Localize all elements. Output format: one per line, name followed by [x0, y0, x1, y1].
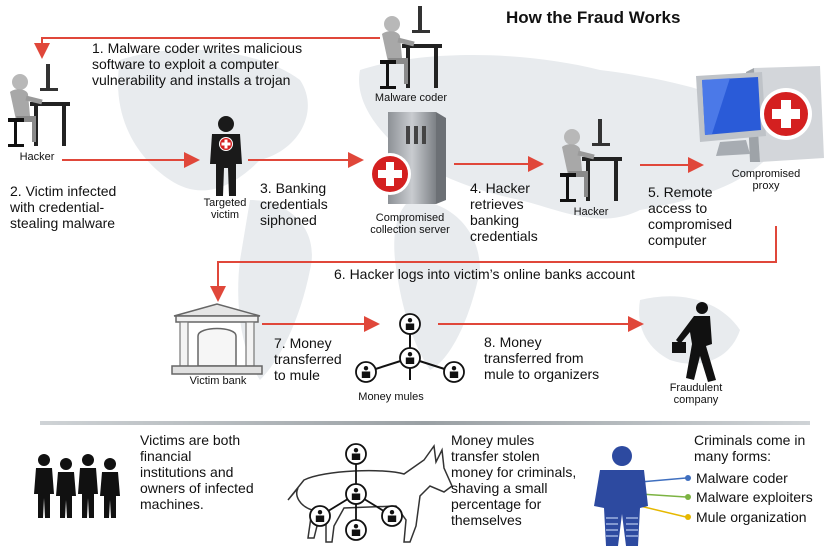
mule-person-icon	[309, 505, 331, 527]
dot-yellow	[685, 514, 691, 520]
label-collection-server: Compromised collection server	[370, 212, 450, 236]
fraudulent-company-businessman-icon	[672, 302, 716, 382]
step-7-text: 7. Money transferred to mule	[274, 335, 342, 383]
victim-bank-icon	[171, 303, 263, 375]
collection-server-icon	[369, 112, 446, 204]
label-targeted-victim: Targeted victim	[203, 197, 247, 221]
hacker-2-at-desk-icon	[560, 119, 622, 202]
diagram-title: How the Fraud Works	[506, 8, 681, 27]
label-hacker-2: Hacker	[573, 206, 609, 218]
criminal-silhouette-icon	[594, 446, 648, 546]
step-6-text: 6. Hacker logs into victim’s online bank…	[334, 266, 635, 282]
donkey-mule-nodes	[309, 443, 403, 541]
mule-nodes	[355, 313, 465, 383]
donkey-mule-network-icon	[287, 443, 453, 543]
victims-description: Victims are both financial institutions …	[140, 432, 254, 512]
criminal-type-malware-coder: Malware coder	[696, 470, 788, 486]
step-5-text: 5. Remote access to compromised computer	[648, 184, 733, 248]
compromised-proxy-computer-icon	[696, 66, 824, 162]
targeted-victim-icon	[210, 116, 242, 196]
step-8-text: 8. Money transferred from mule to organi…	[484, 334, 600, 382]
mule-person-icon	[345, 483, 367, 505]
criminal-type-mule-organization: Mule organization	[696, 509, 807, 525]
money-mules-network-icon	[355, 313, 465, 383]
mule-person-icon	[443, 361, 465, 383]
criminal-type-malware-exploiters: Malware exploiters	[696, 489, 813, 505]
mule-person-icon	[355, 361, 377, 383]
mule-person-icon	[345, 519, 367, 541]
mules-description: Money mules transfer stolen money for cr…	[451, 432, 577, 528]
dot-blue	[685, 475, 691, 481]
label-money-mules: Money mules	[358, 391, 424, 403]
connector-malware-coder	[639, 477, 687, 483]
step-3-text: 3. Banking credentials siphoned	[260, 180, 328, 228]
step-1-text: 1. Malware coder writes malicious softwa…	[92, 40, 303, 88]
connector-mule-organization	[639, 505, 687, 518]
mule-person-icon	[345, 443, 367, 465]
criminals-intro: Criminals come in many forms:	[694, 432, 806, 464]
mule-person-icon	[399, 347, 421, 369]
label-malware-coder: Malware coder	[374, 92, 448, 104]
victims-group-icon	[34, 454, 120, 518]
arrow-step-6	[210, 226, 777, 302]
malware-coder-at-desk-icon	[380, 6, 442, 89]
mule-person-icon	[381, 505, 403, 527]
label-hacker-1: Hacker	[19, 151, 55, 163]
section-divider	[40, 421, 810, 425]
mule-person-icon	[399, 313, 421, 335]
step-2-text: 2. Victim infected with credential- stea…	[10, 183, 117, 231]
dot-green	[685, 494, 691, 500]
step-4-text: 4. Hacker retrieves banking credentials	[470, 180, 538, 244]
label-compromised-proxy: Compromised proxy	[731, 168, 801, 192]
label-victim-bank: Victim bank	[189, 375, 247, 387]
arrow-step-1	[34, 37, 380, 59]
hacker-at-desk-icon	[8, 64, 70, 147]
connector-malware-exploiters	[639, 493, 687, 498]
label-fraudulent-company: Fraudulent company	[669, 382, 723, 406]
